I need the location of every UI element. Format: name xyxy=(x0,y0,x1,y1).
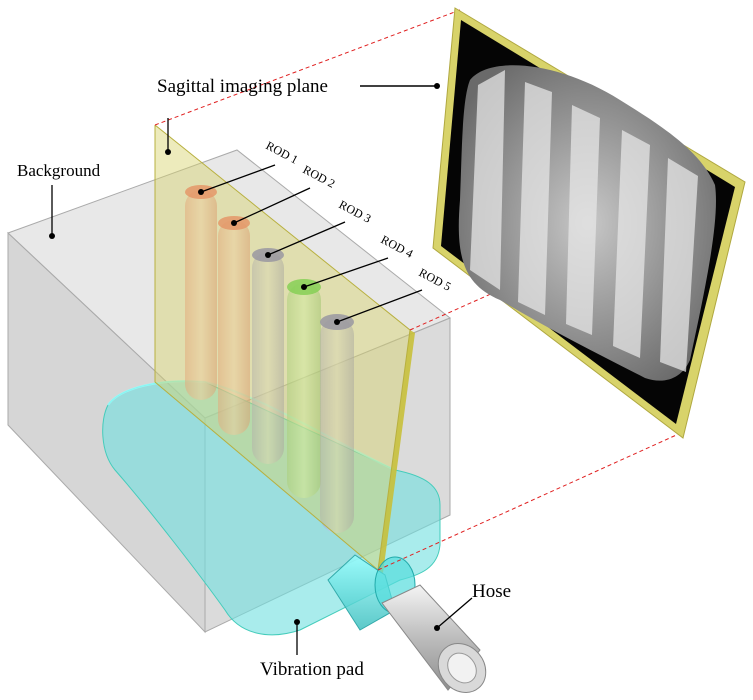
rod-5-label: ROD 5 xyxy=(417,265,454,293)
rod-5-body xyxy=(320,318,354,533)
hose-end-inner xyxy=(447,652,477,684)
background-label: Background xyxy=(17,161,101,180)
rod-4-body xyxy=(287,283,321,498)
hose-leader xyxy=(436,597,473,629)
rod-1-leader xyxy=(200,164,276,193)
rod-2-marker xyxy=(231,220,237,226)
mri-image xyxy=(458,65,716,381)
hose-marker xyxy=(434,625,440,631)
mri-band-1 xyxy=(470,70,505,290)
annotations: Sagittal imaging plane Background Hose V… xyxy=(17,76,511,680)
projection-line-top xyxy=(154,9,461,126)
hose xyxy=(327,554,487,693)
rod-3-body xyxy=(252,252,284,464)
rod-2-leader xyxy=(233,187,311,224)
hose-label: Hose xyxy=(472,581,511,602)
sagittal-plane-edge xyxy=(378,330,415,573)
mri-image-panel xyxy=(432,7,746,439)
rod-4-marker xyxy=(301,284,307,290)
rod-5-marker xyxy=(334,319,340,325)
rod-1-body xyxy=(185,190,217,400)
mri-band-2 xyxy=(518,82,552,315)
mri-band-4 xyxy=(613,130,650,358)
mri-band-5 xyxy=(660,158,698,372)
mri-band-3 xyxy=(566,105,600,335)
rod-3-label: ROD 3 xyxy=(337,197,374,225)
sagittal-plane-face xyxy=(155,125,410,570)
rod-2-body xyxy=(218,220,250,435)
vibration-pad-marker xyxy=(294,619,300,625)
rod-4-leader xyxy=(303,257,389,288)
rod-3-marker xyxy=(265,252,271,258)
mri-bands xyxy=(470,70,698,372)
sagittal-marker xyxy=(434,83,440,89)
rod-4-label: ROD 4 xyxy=(379,232,416,260)
rod-5-leader xyxy=(336,289,423,323)
vibration-pad-label: Vibration pad xyxy=(260,659,364,680)
rods xyxy=(185,185,354,533)
sagittal-plane-marker xyxy=(165,149,171,155)
background-marker xyxy=(49,233,55,239)
sagittal-plane-label: Sagittal imaging plane xyxy=(157,76,328,97)
rod-1-marker xyxy=(198,189,204,195)
rod-3-leader xyxy=(267,221,346,256)
rod-2-label: ROD 2 xyxy=(301,162,338,190)
rod-1-label: ROD 1 xyxy=(264,138,301,166)
